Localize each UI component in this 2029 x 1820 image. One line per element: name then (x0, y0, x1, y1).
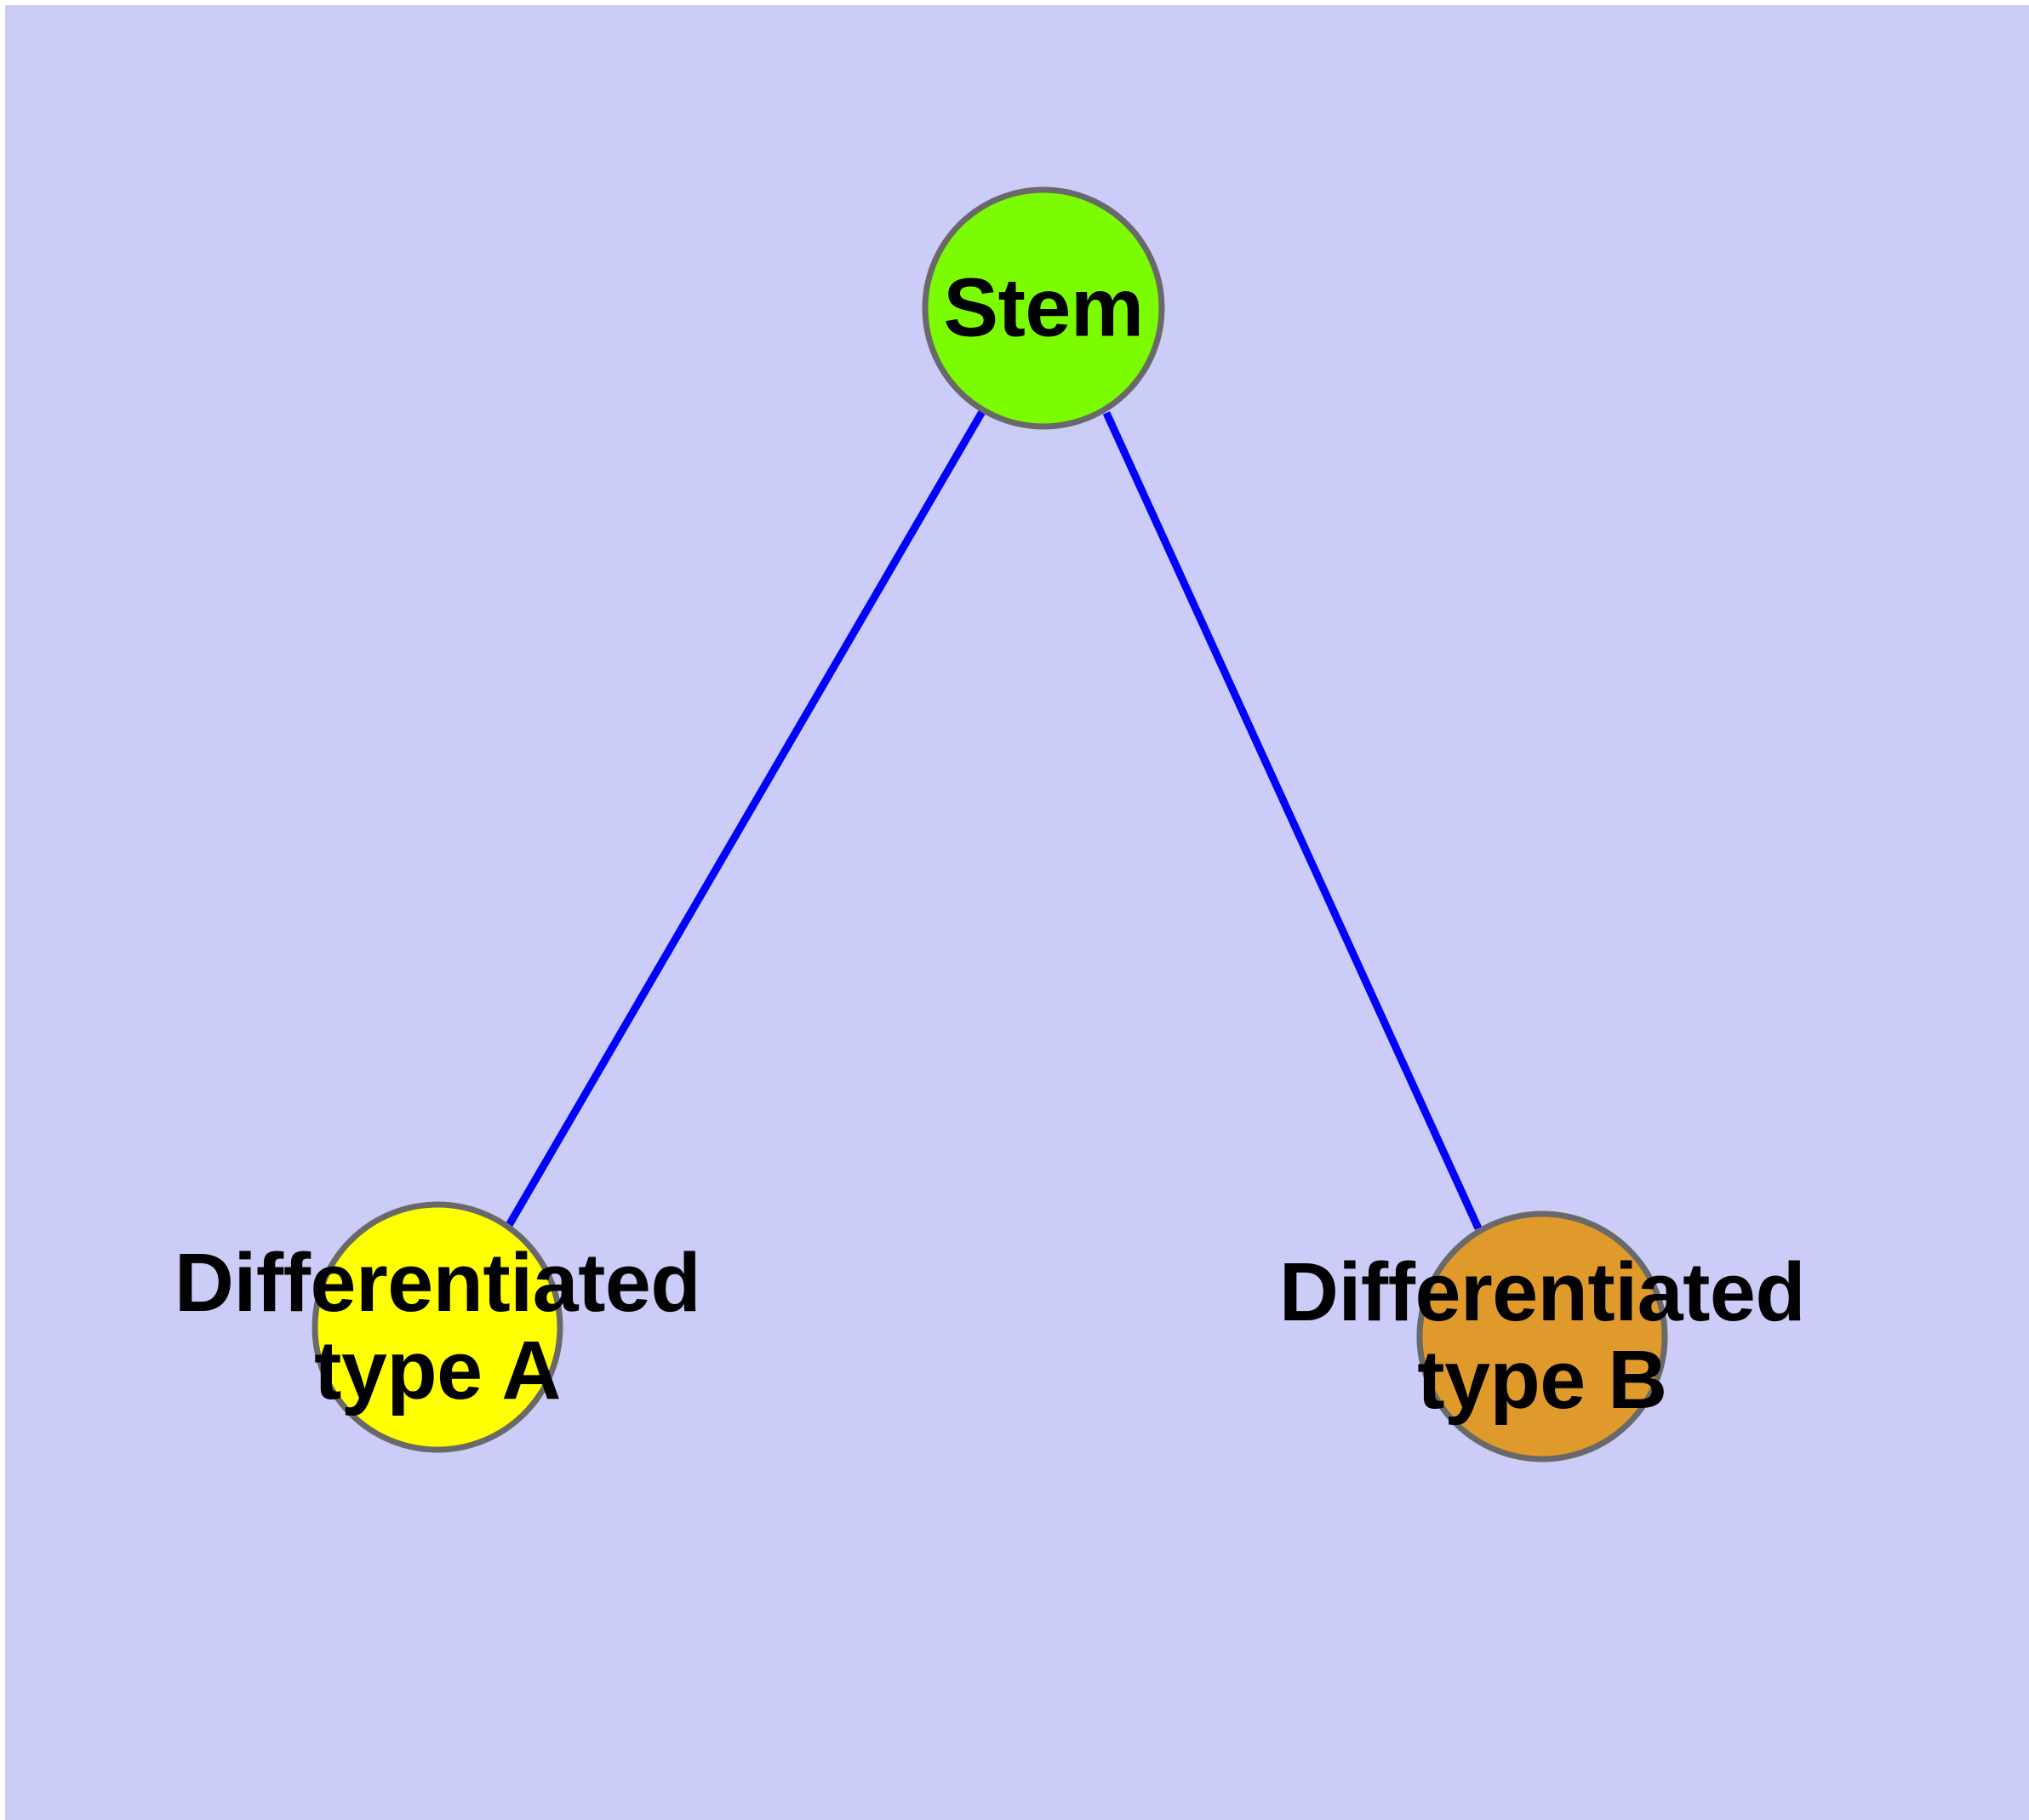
edge-stem-to-differentiated-type-b[interactable] (1102, 411, 1483, 1230)
node-layer (311, 186, 1668, 1462)
node-differentiated-type-b[interactable] (1416, 1210, 1668, 1462)
node-stem[interactable] (922, 186, 1165, 430)
edge-layer (505, 408, 1483, 1230)
edge-stem-to-differentiated-type-a[interactable] (505, 408, 986, 1229)
node-differentiated-type-a[interactable] (311, 1201, 563, 1453)
